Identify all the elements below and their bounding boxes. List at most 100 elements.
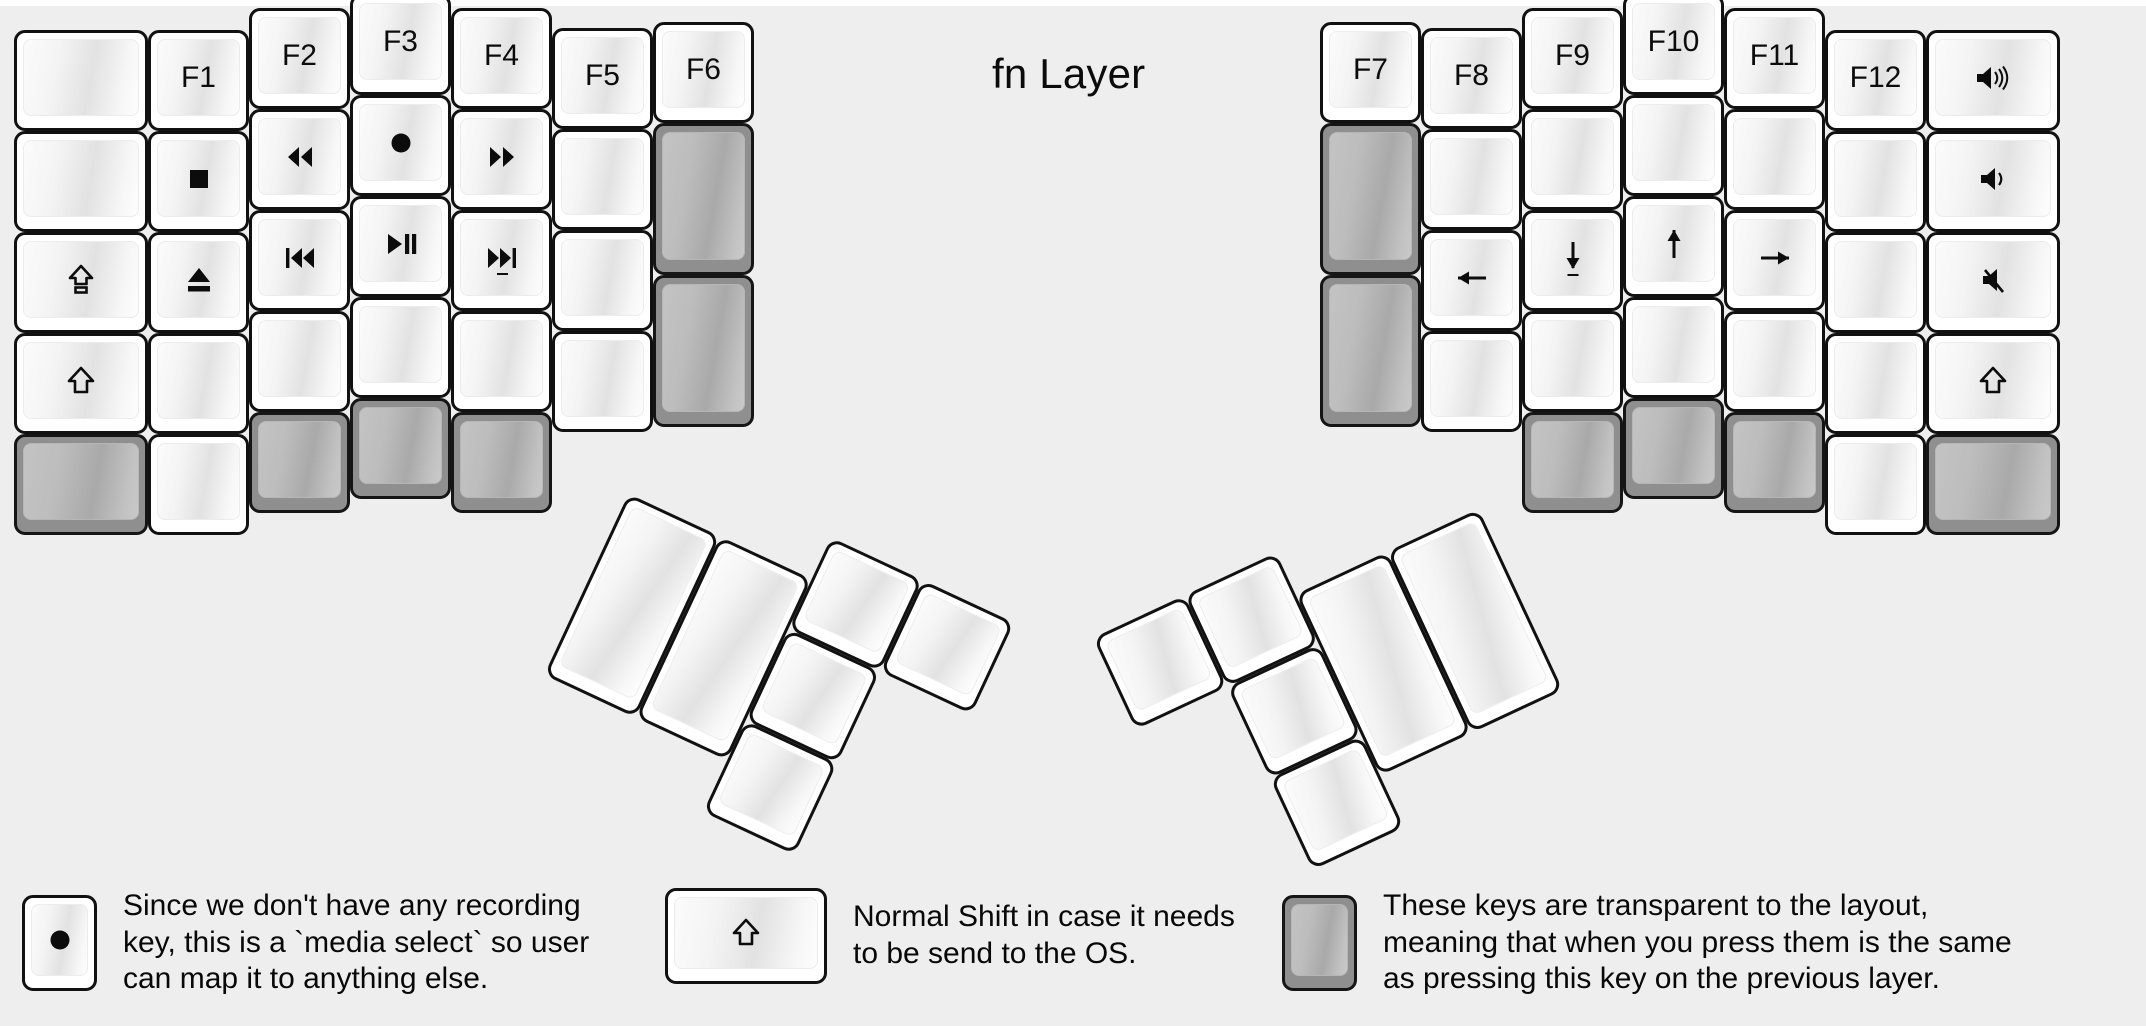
- left-key-col-inner-1-1[interactable]: [552, 129, 653, 230]
- left-key-col-inner-1-2[interactable]: [552, 230, 653, 331]
- fast-forward-icon: [482, 137, 522, 177]
- left-key-col-pinky-4[interactable]: [148, 434, 249, 535]
- right-key-col-middle-2[interactable]: [1623, 196, 1724, 297]
- left-thumb-cluster: [513, 452, 1029, 920]
- volume-mute-icon: [1973, 260, 2013, 300]
- left-key-col-inner-1-0[interactable]: F5: [552, 28, 653, 129]
- keycap-surface: [23, 140, 139, 217]
- keycap-surface: [1733, 17, 1816, 94]
- left-key-col-ring-2[interactable]: [249, 210, 350, 311]
- left-key-col-outer-left-0[interactable]: [14, 30, 148, 131]
- keycap-surface: [674, 897, 818, 969]
- right-key-col-inner-1-1[interactable]: [1421, 129, 1522, 230]
- right-key-col-pinky-1[interactable]: [1825, 131, 1926, 232]
- right-key-col-index-0[interactable]: F9: [1522, 8, 1623, 109]
- right-key-col-inner-2-2[interactable]: [1320, 275, 1421, 427]
- left-key-col-pinky-1[interactable]: [148, 131, 249, 232]
- right-key-col-inner-1-3[interactable]: [1421, 331, 1522, 432]
- left-key-col-inner-1-3[interactable]: [552, 331, 653, 432]
- left-key-col-middle-2[interactable]: [350, 196, 451, 297]
- keycap-surface: [460, 421, 543, 498]
- legend-text-2: These keys are transparent to the layout…: [1383, 889, 2012, 996]
- keycap-surface: [1733, 118, 1816, 195]
- arrow-up-icon: [1654, 224, 1694, 264]
- keycap-surface: [1196, 564, 1305, 670]
- right-key-col-ring-4[interactable]: [1724, 412, 1825, 513]
- right-key-col-outer-right-4[interactable]: [1926, 434, 2060, 535]
- play-pause-icon: [381, 224, 421, 264]
- left-key-col-outer-left-2[interactable]: [14, 232, 148, 333]
- right-key-col-ring-3[interactable]: [1724, 311, 1825, 412]
- keycap-surface: [561, 340, 644, 417]
- left-key-col-ring-1[interactable]: [249, 109, 350, 210]
- key-label: F7: [1352, 52, 1388, 86]
- arrow-left-icon: [1452, 258, 1492, 298]
- keycap-surface: [23, 443, 139, 520]
- left-key-col-middle-4[interactable]: [350, 398, 451, 499]
- key-label: F1: [180, 60, 216, 94]
- right-key-col-outer-right-3[interactable]: [1926, 333, 2060, 434]
- keycap-surface: [1329, 132, 1412, 260]
- left-key-col-index-4[interactable]: [451, 412, 552, 513]
- right-key-col-outer-right-1[interactable]: [1926, 131, 2060, 232]
- keycap-surface: [23, 342, 139, 419]
- left-key-col-inner-2-0[interactable]: F6: [653, 22, 754, 123]
- left-key-col-index-2[interactable]: [451, 210, 552, 311]
- left-key-col-outer-left-1[interactable]: [14, 131, 148, 232]
- left-key-col-ring-0[interactable]: F2: [249, 8, 350, 109]
- left-key-col-middle-1[interactable]: [350, 95, 451, 196]
- right-key-col-inner-2-1[interactable]: [1320, 123, 1421, 275]
- key-label: F2: [281, 38, 317, 72]
- left-key-col-inner-2-2[interactable]: [653, 275, 754, 427]
- keycap-surface: [157, 342, 240, 419]
- right-key-col-pinky-4[interactable]: [1825, 434, 1926, 535]
- right-key-col-middle-0[interactable]: F10: [1623, 0, 1724, 95]
- left-key-col-outer-left-4[interactable]: [14, 434, 148, 535]
- right-key-col-middle-1[interactable]: [1623, 95, 1724, 196]
- left-key-col-index-1[interactable]: [451, 109, 552, 210]
- keycap-surface: [1834, 443, 1917, 520]
- shift-icon: [1973, 361, 2013, 401]
- right-key-col-outer-right-2[interactable]: [1926, 232, 2060, 333]
- keycap-surface: [157, 443, 240, 520]
- left-key-col-ring-4[interactable]: [249, 412, 350, 513]
- left-key-col-outer-left-3[interactable]: [14, 333, 148, 434]
- right-key-col-inner-1-0[interactable]: F8: [1421, 28, 1522, 129]
- record-icon: [381, 123, 421, 163]
- keycap-surface: [460, 320, 543, 397]
- right-key-col-middle-4[interactable]: [1623, 398, 1724, 499]
- right-key-col-ring-1[interactable]: [1724, 109, 1825, 210]
- keycap-surface: [1329, 284, 1412, 412]
- keycap-surface: [894, 592, 1003, 697]
- right-key-col-index-4[interactable]: [1522, 412, 1623, 513]
- left-key-col-middle-0[interactable]: F3: [350, 0, 451, 95]
- left-key-col-index-0[interactable]: F4: [451, 8, 552, 109]
- left-key-col-ring-3[interactable]: [249, 311, 350, 412]
- left-key-col-middle-3[interactable]: [350, 297, 451, 398]
- right-key-col-pinky-2[interactable]: [1825, 232, 1926, 333]
- right-key-col-index-1[interactable]: [1522, 109, 1623, 210]
- left-key-col-pinky-0[interactable]: F1: [148, 30, 249, 131]
- right-key-col-outer-right-0[interactable]: [1926, 30, 2060, 131]
- keycap-surface: [1632, 3, 1715, 80]
- left-key-col-index-3[interactable]: [451, 311, 552, 412]
- right-key-col-ring-0[interactable]: F11: [1724, 8, 1825, 109]
- keycap-surface: [1935, 342, 2051, 419]
- keycap-surface: [1531, 17, 1614, 94]
- right-key-col-pinky-0[interactable]: F12: [1825, 30, 1926, 131]
- right-key-col-middle-3[interactable]: [1623, 297, 1724, 398]
- keycap-surface: [258, 320, 341, 397]
- left-key-col-pinky-3[interactable]: [148, 333, 249, 434]
- record-icon: [40, 920, 80, 960]
- right-key-col-inner-1-2[interactable]: [1421, 230, 1522, 331]
- key-label: F12: [1849, 60, 1902, 94]
- right-key-col-index-3[interactable]: [1522, 311, 1623, 412]
- left-key-col-inner-2-1[interactable]: [653, 123, 754, 275]
- left-key-col-pinky-2[interactable]: [148, 232, 249, 333]
- right-key-col-pinky-3[interactable]: [1825, 333, 1926, 434]
- right-key-col-ring-2[interactable]: [1724, 210, 1825, 311]
- media-stop-icon: [179, 159, 219, 199]
- key-label: F6: [685, 52, 721, 86]
- right-key-col-index-2[interactable]: [1522, 210, 1623, 311]
- right-key-col-inner-2-0[interactable]: F7: [1320, 22, 1421, 123]
